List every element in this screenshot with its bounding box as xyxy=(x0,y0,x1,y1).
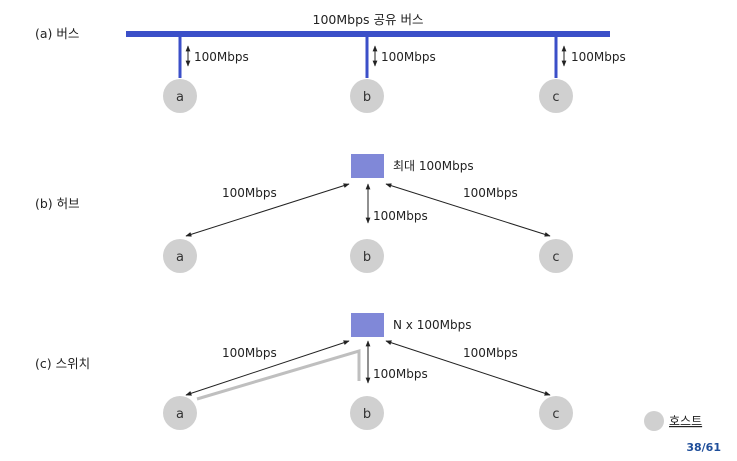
host-label-c: c xyxy=(552,407,559,422)
page-number: 38/61 xyxy=(686,441,721,454)
switch-link-c xyxy=(385,340,551,396)
host-label-a: a xyxy=(176,250,184,265)
host-label-c: c xyxy=(552,90,559,105)
hub-link-a xyxy=(185,183,350,237)
switch-capacity-label: N x 100Mbps xyxy=(393,318,471,332)
host-label-b: b xyxy=(363,407,371,422)
host-node-a xyxy=(163,396,197,430)
hub-capacity-label: 최대 100Mbps xyxy=(393,159,474,173)
host-node-b xyxy=(350,396,384,430)
bus-section: (a) 버스 100Mbps 공유 버스 100Mbps 100Mbps 100… xyxy=(35,12,626,113)
hub-link-label-a: 100Mbps xyxy=(222,186,277,200)
host-node-b xyxy=(350,239,384,273)
switch-link-label-a: 100Mbps xyxy=(222,346,277,360)
switch-link-label-c: 100Mbps xyxy=(463,346,518,360)
host-label-b: b xyxy=(363,90,371,105)
bus-link-label-a: 100Mbps xyxy=(194,50,249,64)
bus-link-label-b: 100Mbps xyxy=(381,50,436,64)
switch-section-label: (c) 스위치 xyxy=(35,356,90,371)
hub-link-c xyxy=(385,183,551,237)
switch-section: (c) 스위치 N x 100Mbps 100Mbps 100Mbps 100M… xyxy=(35,313,573,430)
host-node-b xyxy=(350,79,384,113)
host-node-c xyxy=(539,79,573,113)
switch-link-label-b: 100Mbps xyxy=(373,367,428,381)
host-label-a: a xyxy=(176,407,184,422)
legend-host-swatch xyxy=(644,411,664,431)
hub-link-label-c: 100Mbps xyxy=(463,186,518,200)
bus-section-label: (a) 버스 xyxy=(35,26,79,41)
host-node-c xyxy=(539,396,573,430)
host-node-c xyxy=(539,239,573,273)
hub-section-label: (b) 허브 xyxy=(35,196,80,211)
legend: 호스트 xyxy=(644,411,702,431)
host-node-a xyxy=(163,79,197,113)
host-label-a: a xyxy=(176,90,184,105)
legend-host-label: 호스트 xyxy=(669,414,702,428)
shared-bus-label: 100Mbps 공유 버스 xyxy=(313,12,424,27)
host-node-a xyxy=(163,239,197,273)
hub-device xyxy=(351,154,384,178)
host-label-b: b xyxy=(363,250,371,265)
switch-link-a xyxy=(185,340,350,396)
hub-link-label-b: 100Mbps xyxy=(373,209,428,223)
host-label-c: c xyxy=(552,250,559,265)
switch-device xyxy=(351,313,384,337)
bus-link-label-c: 100Mbps xyxy=(571,50,626,64)
hub-section: (b) 허브 최대 100Mbps 100Mbps 100Mbps 100Mbp… xyxy=(35,154,573,273)
shared-bus xyxy=(126,31,610,37)
